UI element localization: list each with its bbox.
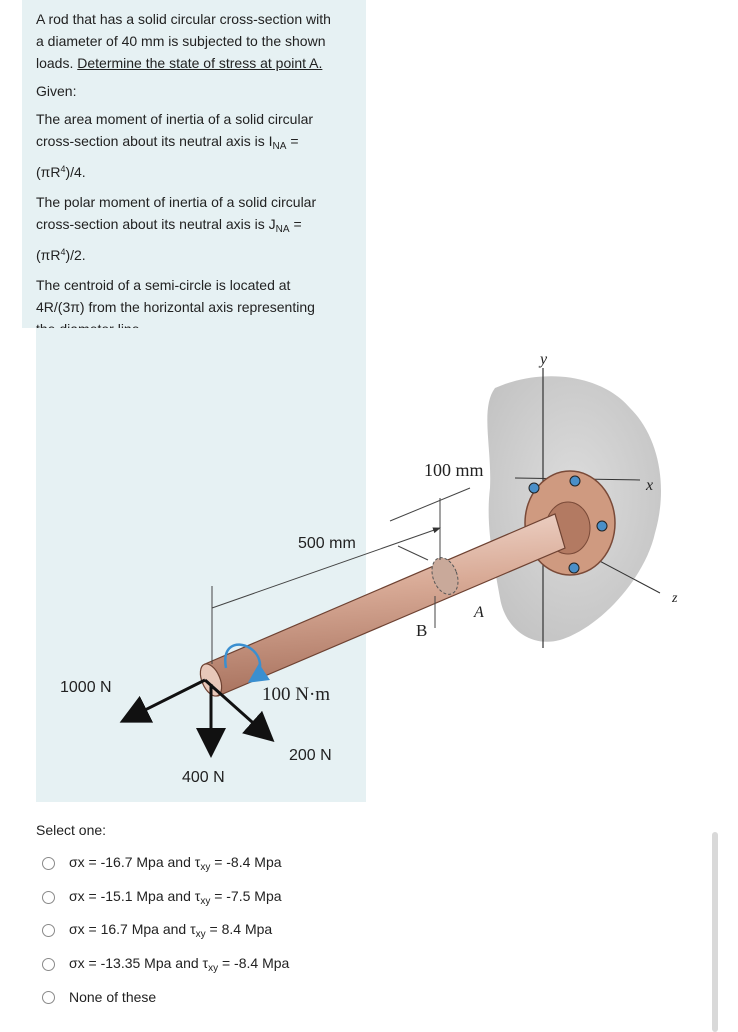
question-intro: A rod that has a solid circular cross-se… xyxy=(36,8,352,80)
note-line: (πR4)/4. xyxy=(36,158,352,183)
option-text: = -8.4 Mpa xyxy=(218,954,290,971)
option-text: = -8.4 Mpa xyxy=(210,853,282,870)
note-text: )/4. xyxy=(65,164,86,180)
radio-button[interactable] xyxy=(42,856,55,870)
answer-option-5[interactable]: None of these xyxy=(42,986,156,1008)
option-text: σx = 16.7 Mpa and τ xyxy=(69,920,196,937)
superscript: 4 xyxy=(60,247,66,257)
rod-diagram: y x z 100 mm 500 mm B A 1000 N 100 N·m 2… xyxy=(60,351,678,786)
option-label: σx = -15.1 Mpa and τxy = -7.5 Mpa xyxy=(69,888,282,907)
dimension-100-line xyxy=(389,487,471,522)
subscript: xy xyxy=(200,895,211,907)
inertia-note: The area moment of inertia of a solid ci… xyxy=(36,108,352,183)
subscript: NA xyxy=(272,141,287,152)
given-heading: Given: xyxy=(36,83,77,99)
bolt-icon xyxy=(596,520,608,532)
option-label: σx = 16.7 Mpa and τxy = 8.4 Mpa xyxy=(69,921,272,940)
question-text: loads. xyxy=(36,55,78,71)
note-text: (πR xyxy=(36,164,61,180)
note-text: = xyxy=(289,216,302,232)
figure-panel xyxy=(36,328,366,802)
scrollbar[interactable] xyxy=(712,832,718,1032)
section-ba xyxy=(431,557,459,595)
note-text: cross-section about its neutral axis is … xyxy=(36,133,273,149)
radio-button[interactable] xyxy=(42,890,55,904)
subscript: xy xyxy=(208,962,219,974)
label-100mm: 100 mm xyxy=(424,460,484,480)
answer-option-1[interactable]: σx = -16.7 Mpa and τxy = -8.4 Mpa xyxy=(42,852,282,874)
rod-end xyxy=(199,663,223,697)
bolt-icon xyxy=(569,475,581,487)
note-text: )/2. xyxy=(65,247,86,263)
question-line: a diameter of 40 mm is subjected to the … xyxy=(36,33,326,49)
note-line: cross-section about its neutral axis is … xyxy=(36,213,352,241)
note-line: The polar moment of inertia of a solid c… xyxy=(36,194,317,210)
question-task: Determine the state of stress at point A… xyxy=(77,55,323,71)
select-one-label: Select one: xyxy=(36,822,107,838)
note-line: (πR4)/2. xyxy=(36,241,352,266)
option-text: σx = -15.1 Mpa and τ xyxy=(69,887,201,904)
note-text: cross-section about its neutral axis is … xyxy=(36,216,276,232)
label-y: y xyxy=(538,351,548,368)
label-200n: 200 N xyxy=(289,747,332,764)
subscript: xy xyxy=(200,861,211,873)
bolt-icon xyxy=(528,482,540,494)
subscript: NA xyxy=(275,224,290,235)
note-line: cross-section about its neutral axis is … xyxy=(36,130,352,158)
radio-button[interactable] xyxy=(42,923,55,937)
answer-option-4[interactable]: σx = -13.35 Mpa and τxy = -8.4 Mpa xyxy=(42,953,289,975)
option-text: = 8.4 Mpa xyxy=(205,920,273,937)
question-panel: A rod that has a solid circular cross-se… xyxy=(22,0,366,337)
superscript: 4 xyxy=(60,164,66,174)
label-100nm: 100 N·m xyxy=(262,684,330,705)
answer-option-3[interactable]: σx = 16.7 Mpa and τxy = 8.4 Mpa xyxy=(42,919,272,941)
option-text: σx = -13.35 Mpa and τ xyxy=(69,954,209,971)
polar-note: The polar moment of inertia of a solid c… xyxy=(36,191,352,266)
option-text: σx = -16.7 Mpa and τ xyxy=(69,853,201,870)
label-a: A xyxy=(473,604,484,621)
option-label: None of these xyxy=(69,989,157,1005)
note-line: The area moment of inertia of a solid ci… xyxy=(36,111,314,127)
label-z: z xyxy=(671,591,678,606)
question-line: loads. Determine the state of stress at … xyxy=(36,52,352,74)
note-line: The centroid of a semi-circle is located… xyxy=(36,277,291,293)
note-text: = xyxy=(286,133,299,149)
note-line: 4R/(3π) from the horizontal axis represe… xyxy=(36,299,315,315)
radio-button[interactable] xyxy=(42,990,55,1004)
option-label: σx = -16.7 Mpa and τxy = -8.4 Mpa xyxy=(69,854,282,873)
label-400n: 400 N xyxy=(182,769,225,786)
option-text: = -7.5 Mpa xyxy=(210,887,282,904)
label-b: B xyxy=(416,621,427,640)
radio-button[interactable] xyxy=(42,957,55,971)
question-line: A rod that has a solid circular cross-se… xyxy=(36,11,331,27)
answer-option-2[interactable]: σx = -15.1 Mpa and τxy = -7.5 Mpa xyxy=(42,886,282,908)
label-500mm: 500 mm xyxy=(298,535,356,552)
dimension-500-line xyxy=(211,527,441,609)
label-x: x xyxy=(645,477,653,494)
label-1000n: 1000 N xyxy=(60,679,112,696)
subscript: xy xyxy=(195,928,206,940)
option-label: σx = -13.35 Mpa and τxy = -8.4 Mpa xyxy=(69,955,289,974)
dimension-100-ext2 xyxy=(397,545,429,561)
force-200-arrow xyxy=(204,678,275,742)
bolt-icon xyxy=(568,562,580,574)
force-1000-arrow xyxy=(119,678,206,723)
torque-arc xyxy=(224,643,271,683)
note-text: (πR xyxy=(36,247,61,263)
